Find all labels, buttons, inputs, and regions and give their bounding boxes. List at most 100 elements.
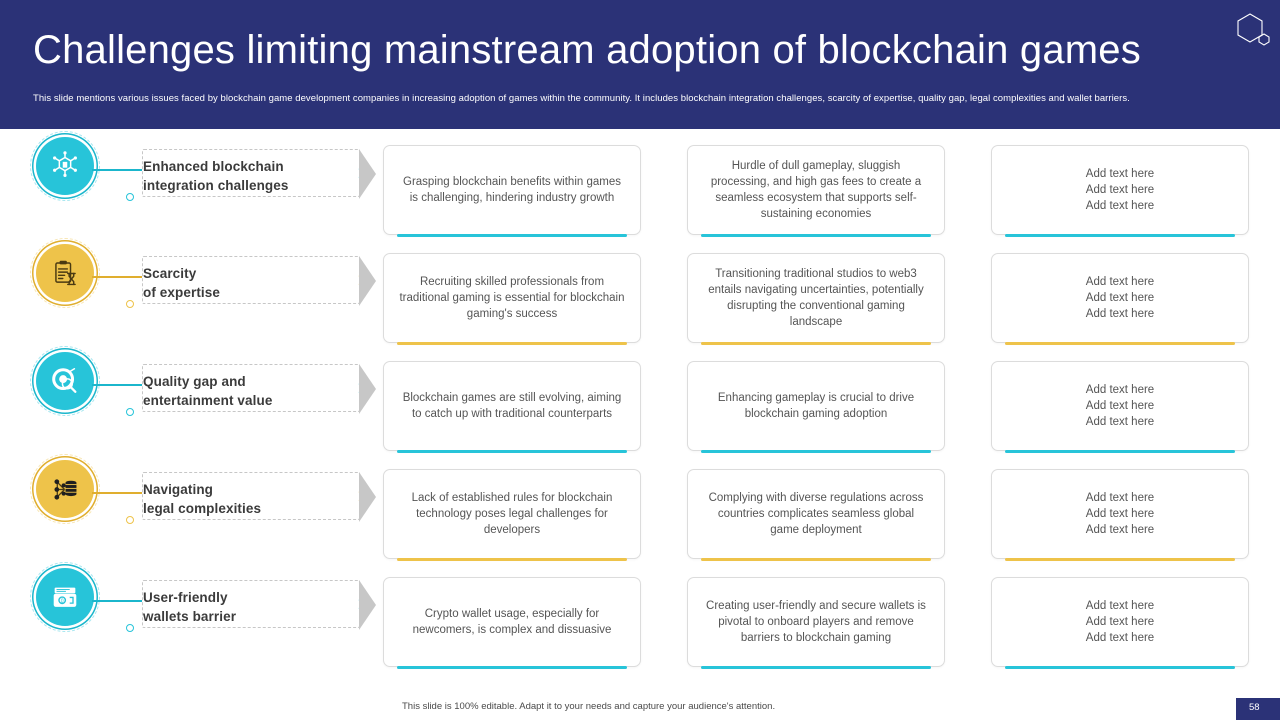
chevron-right-icon[interactable]: »: [357, 266, 370, 291]
rail-item-4[interactable]: Navigating legal complexities »: [0, 452, 380, 548]
rail-label-line1: Quality gap and: [143, 374, 246, 389]
chevron-right-icon[interactable]: »: [357, 590, 370, 615]
card-accent-bar: [701, 666, 931, 669]
chevron-right-icon[interactable]: »: [357, 482, 370, 507]
challenge-rail: Enhanced blockchain integration challeng…: [0, 129, 380, 720]
card-accent-bar: [701, 234, 931, 237]
connector-line: [92, 492, 144, 494]
rail-item-label: Navigating legal complexities: [143, 481, 308, 518]
icon-ring: [30, 454, 100, 524]
rail-label-line1: Enhanced blockchain: [143, 159, 284, 174]
chevron-right-icon[interactable]: »: [357, 374, 370, 399]
card-text: Grasping blockchain benefits within game…: [403, 176, 621, 204]
rail-label-line2: legal complexities: [143, 500, 262, 516]
content-card[interactable]: Complying with diverse regulations acros…: [687, 469, 945, 559]
content-card[interactable]: Transitioning traditional studios to web…: [687, 253, 945, 343]
card-accent-bar: [397, 450, 627, 453]
wallet-icon: 0: [36, 568, 94, 626]
svg-text:0: 0: [61, 599, 64, 605]
icon-ring: [30, 131, 100, 201]
rail-node-dot: [126, 624, 134, 632]
rail-pill[interactable]: Enhanced blockchain integration challeng…: [126, 149, 376, 201]
page-title: Challenges limiting mainstream adoption …: [33, 28, 1141, 72]
content-card[interactable]: Lack of established rules for blockchain…: [383, 469, 641, 559]
icon-ring: [30, 238, 100, 308]
rail-label-line2: integration challenges: [143, 177, 289, 193]
content-card[interactable]: Hurdle of dull gameplay, sluggish proces…: [687, 145, 945, 235]
card-text: Hurdle of dull gameplay, sluggish proces…: [710, 160, 922, 220]
connector-line: [92, 276, 144, 278]
card-accent-bar: [397, 234, 627, 237]
rail-label-line2: of expertise: [143, 284, 220, 300]
card-accent-bar: [1005, 234, 1235, 237]
rail-item-5[interactable]: 0 User-friendly wallets barrier »: [0, 560, 380, 656]
page-badge: [1236, 698, 1280, 720]
card-text: Transitioning traditional studios to web…: [708, 268, 924, 328]
card-text: Complying with diverse regulations acros…: [708, 492, 924, 536]
rail-item-3[interactable]: Quality gap and entertainment value »: [0, 344, 380, 440]
content-card[interactable]: Grasping blockchain benefits within game…: [383, 145, 641, 235]
header-subtitle: This slide mentions various issues faced…: [33, 93, 1130, 104]
connector-line: [92, 384, 144, 386]
slide-header: Challenges limiting mainstream adoption …: [0, 0, 1280, 129]
connector-line: [92, 169, 144, 171]
clipboard-hourglass-icon: [36, 244, 94, 302]
rail-item-1[interactable]: Enhanced blockchain integration challeng…: [0, 129, 380, 225]
card-accent-bar: [1005, 666, 1235, 669]
content-card[interactable]: Creating user-friendly and secure wallet…: [687, 577, 945, 667]
rail-pill[interactable]: Navigating legal complexities »: [126, 472, 376, 524]
content-card[interactable]: Enhancing gameplay is crucial to drive b…: [687, 361, 945, 451]
rail-item-label: Enhanced blockchain integration challeng…: [143, 158, 308, 195]
card-accent-bar: [1005, 450, 1235, 453]
rail-pill[interactable]: User-friendly wallets barrier »: [126, 580, 376, 632]
card-accent-bar: [397, 666, 627, 669]
card-accent-bar: [701, 450, 931, 453]
network-database-icon: [36, 460, 94, 518]
content-card[interactable]: Blockchain games are still evolving, aim…: [383, 361, 641, 451]
content-card[interactable]: Recruiting skilled professionals from tr…: [383, 253, 641, 343]
blockchain-network-icon: [36, 137, 94, 195]
icon-ring: [30, 346, 100, 416]
rail-pill[interactable]: Scarcity of expertise »: [126, 256, 376, 308]
rail-item-2[interactable]: Scarcity of expertise »: [0, 236, 380, 332]
rail-node-dot: [126, 300, 134, 308]
rail-pill[interactable]: Quality gap and entertainment value »: [126, 364, 376, 416]
rail-node-dot: [126, 193, 134, 201]
card-accent-bar: [397, 558, 627, 561]
card-text: Creating user-friendly and secure wallet…: [706, 600, 926, 644]
rail-item-label: Quality gap and entertainment value: [143, 373, 308, 410]
target-magnifier-icon: [36, 352, 94, 410]
content-grid: Grasping blockchain benefits within game…: [383, 145, 1253, 680]
content-card[interactable]: Crypto wallet usage, especially for newc…: [383, 577, 641, 667]
rail-item-label: Scarcity of expertise: [143, 265, 308, 302]
footer-note: This slide is 100% editable. Adapt it to…: [402, 701, 776, 712]
rail-node-dot: [126, 408, 134, 416]
rail-label-line2: wallets barrier: [143, 608, 237, 624]
card-accent-bar: [1005, 558, 1235, 561]
rail-label-line1: User-friendly: [143, 590, 228, 605]
rail-label-line1: Scarcity: [143, 266, 197, 281]
card-text: Blockchain games are still evolving, aim…: [402, 392, 622, 420]
card-accent-bar: [397, 342, 627, 345]
card-text: Enhancing gameplay is crucial to drive b…: [717, 392, 915, 420]
card-text: Crypto wallet usage, especially for newc…: [412, 608, 612, 636]
card-text: Lack of established rules for blockchain…: [411, 492, 613, 536]
chevron-right-icon[interactable]: »: [357, 159, 370, 184]
page-number: 58: [1249, 702, 1260, 713]
connector-line: [92, 600, 144, 602]
rail-item-label: User-friendly wallets barrier: [143, 589, 308, 626]
card-accent-bar: [701, 342, 931, 345]
card-accent-bar: [701, 558, 931, 561]
rail-label-line1: Navigating: [143, 482, 214, 497]
card-accent-bar: [1005, 342, 1235, 345]
